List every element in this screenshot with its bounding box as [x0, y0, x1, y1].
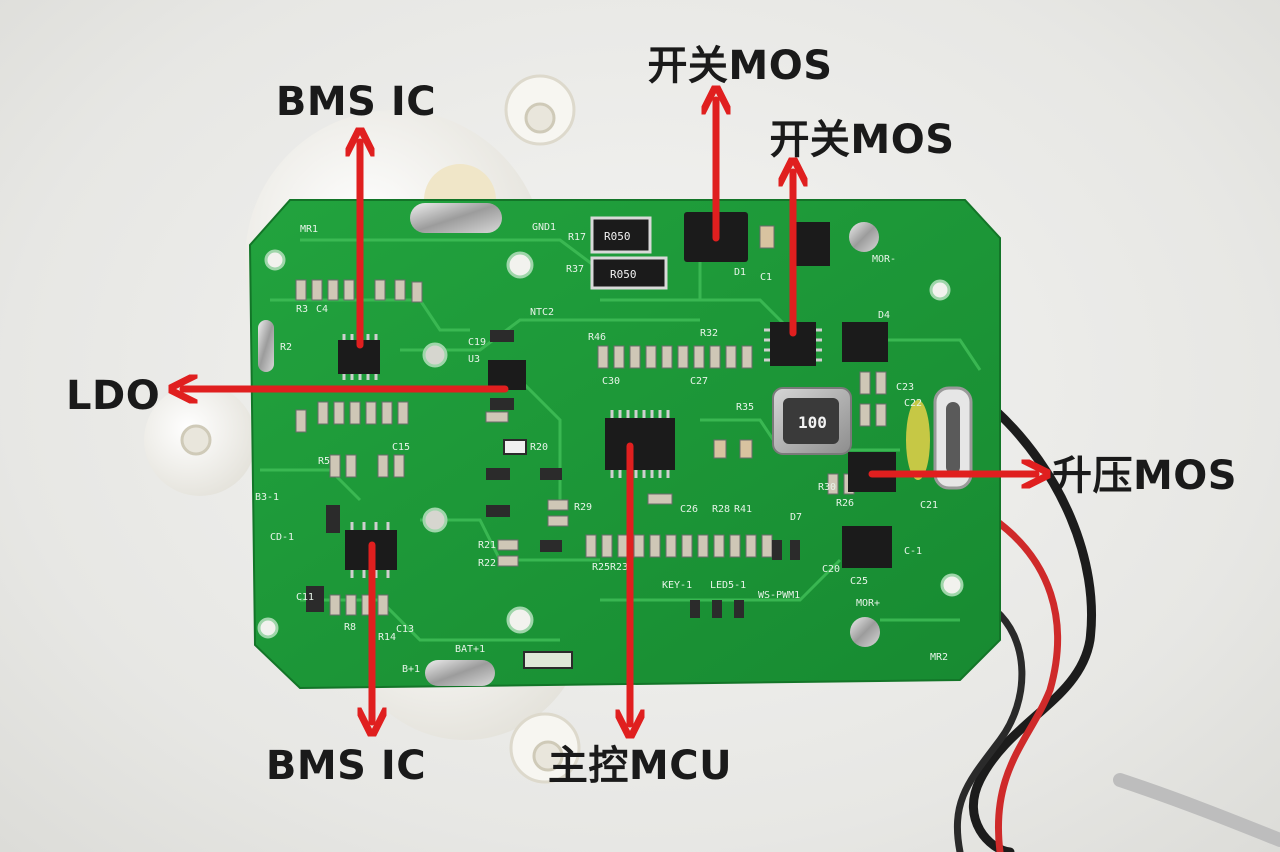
marking-leds: LED5-1: [710, 580, 746, 591]
marking-c19: C19: [468, 337, 486, 348]
label-main-mcu: 主控MCU: [547, 743, 733, 789]
marking-c26: C26: [680, 504, 698, 515]
marking-mr2: MR2: [930, 652, 948, 663]
marking-r23: R23: [610, 562, 628, 573]
marking-c21: C21: [920, 500, 938, 511]
marking-c23: C23: [896, 382, 914, 393]
marking-r050-a: R050: [604, 230, 631, 243]
power-wires: [953, 405, 1280, 852]
marking-d1: D1: [734, 267, 746, 278]
label-switch-mos-1: 开关MOS: [647, 43, 833, 89]
marking-inductor: 100: [798, 413, 827, 432]
marking-c1: C1: [760, 272, 772, 283]
marking-ntc: NTC2: [530, 307, 554, 318]
marking-r14: R14: [378, 632, 396, 643]
marking-r5: R5: [318, 456, 330, 467]
marking-r46: R46: [588, 332, 606, 343]
marking-mr1: MR1: [300, 224, 318, 235]
marking-c20: C20: [822, 564, 840, 575]
marking-cd: CD-1: [270, 532, 294, 543]
marking-r8: R8: [344, 622, 356, 633]
marking-mor-plus: MOR+: [856, 598, 880, 609]
marking-r28: R28: [712, 504, 730, 515]
marking-r29: R29: [574, 502, 592, 513]
marking-u3: U3: [468, 354, 480, 365]
marking-r30: R30: [818, 482, 836, 493]
marking-ws-pwm: WS-PWM1: [758, 590, 800, 601]
marking-c11: C11: [296, 592, 314, 603]
marking-r37: R37: [566, 264, 584, 275]
marking-r20: R20: [530, 442, 548, 453]
marking-b-plus: B+1: [402, 664, 420, 675]
marking-r22: R22: [478, 558, 496, 569]
marking-bat-plus: BAT+1: [455, 644, 485, 655]
label-bms-ic-top: BMS IC: [275, 79, 437, 125]
marking-r41: R41: [734, 504, 752, 515]
marking-r25: R25: [592, 562, 610, 573]
marking-r17: R17: [568, 232, 586, 243]
label-switch-mos-2: 开关MOS: [769, 117, 955, 163]
marking-r21: R21: [478, 540, 496, 551]
smd-components: [295, 225, 887, 669]
marking-c27: C27: [690, 376, 708, 387]
annotation-arrows: [183, 100, 1036, 724]
marking-r050-b: R050: [610, 268, 637, 281]
marking-c30: C30: [602, 376, 620, 387]
label-bms-ic-bottom: BMS IC: [265, 743, 427, 789]
marking-r3: R3: [296, 304, 308, 315]
marking-c25: C25: [850, 576, 868, 587]
marking-gnd: GND1: [532, 222, 556, 233]
marking-r26: R26: [836, 498, 854, 509]
marking-c15: C15: [392, 442, 410, 453]
label-ldo: LDO: [66, 373, 161, 419]
marking-r32: R32: [700, 328, 718, 339]
marking-r35: R35: [736, 402, 754, 413]
marking-c1b: C-1: [904, 546, 922, 557]
marking-d4: D4: [878, 310, 890, 321]
marking-b3: B3-1: [255, 492, 279, 503]
pcb-board: R050 R050 100 GND1 NTC2 MR1 MR2 MOR- MOR…: [248, 199, 1001, 690]
marking-key: KEY-1: [662, 580, 692, 591]
marking-d7: D7: [790, 512, 802, 523]
marking-c4: C4: [316, 304, 328, 315]
marking-c13: C13: [396, 624, 414, 635]
marking-c22: C22: [904, 398, 922, 409]
label-boost-mos: 升压MOS: [1052, 453, 1238, 499]
marking-mor-minus: MOR-: [872, 254, 896, 265]
marking-r2: R2: [280, 342, 292, 353]
